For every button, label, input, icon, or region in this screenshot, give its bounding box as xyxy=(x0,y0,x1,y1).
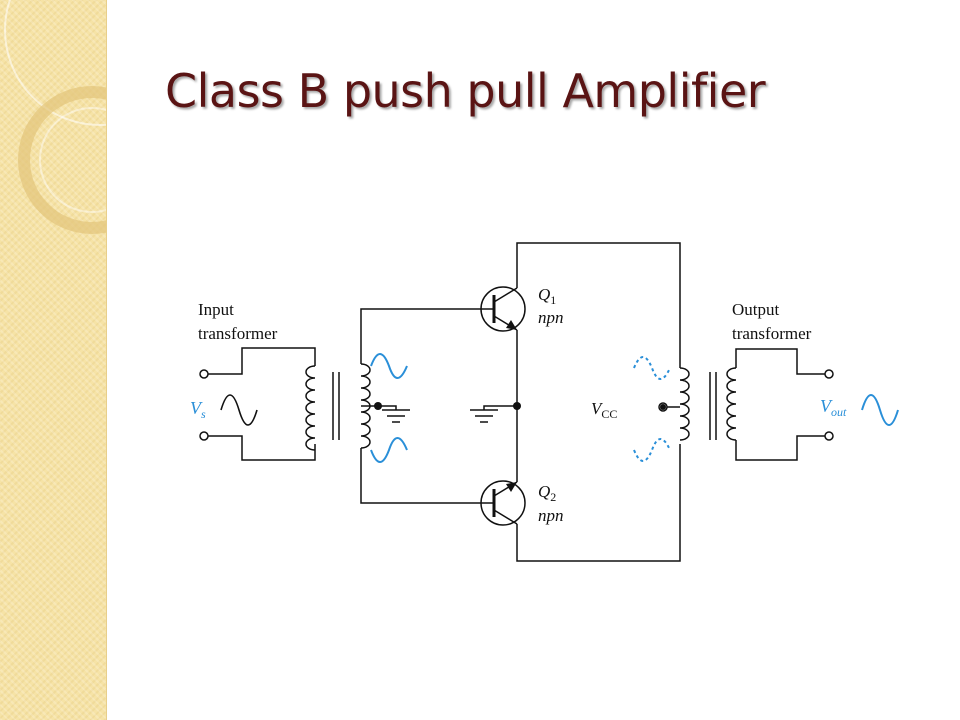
base-wire-q2 xyxy=(360,448,480,504)
output-voltage-label: Vout xyxy=(820,396,847,419)
ground-symbol-emitter xyxy=(470,409,498,423)
output-wiring xyxy=(735,348,834,461)
q1-name-label: Q1 xyxy=(538,285,556,307)
output-half-wave-lower xyxy=(633,438,671,462)
input-primary-coil xyxy=(305,365,316,451)
collector-wire-q2 xyxy=(516,444,681,562)
collector-wire-q1 xyxy=(516,242,681,368)
input-sine-wave xyxy=(220,394,258,426)
transistor-q2 xyxy=(480,480,526,526)
supply-voltage-label: VCC xyxy=(591,399,617,421)
output-transformer-label: Output transformer xyxy=(732,300,812,343)
junction-dot-emitter xyxy=(513,402,521,410)
q2-name-label: Q2 xyxy=(538,482,556,504)
q1-type-label: npn xyxy=(538,308,564,327)
decorative-rings xyxy=(4,0,106,234)
ground-symbol-input xyxy=(382,409,410,423)
transistor-q1 xyxy=(480,286,526,332)
junction-dot-input-tap xyxy=(374,402,382,410)
input-wiring xyxy=(199,347,316,461)
q2-type-label: npn xyxy=(538,506,564,525)
output-half-wave-upper xyxy=(633,356,671,380)
output-secondary-coil xyxy=(726,367,737,441)
junction-dot-output-tap xyxy=(660,404,666,410)
sine-wave-upper-half xyxy=(370,353,408,379)
input-transformer-label: Input transformer xyxy=(198,300,278,343)
output-sine-wave xyxy=(861,394,899,426)
output-transformer-core xyxy=(709,372,717,440)
slide-title: Class B push pull Amplifier xyxy=(165,64,766,118)
base-wire-q1 xyxy=(360,308,480,364)
decorative-sidebar xyxy=(0,0,107,720)
source-voltage-label: Vs xyxy=(190,398,206,421)
sine-wave-lower-half xyxy=(370,437,408,463)
input-transformer-core xyxy=(332,372,340,440)
output-primary-coil xyxy=(679,367,690,441)
